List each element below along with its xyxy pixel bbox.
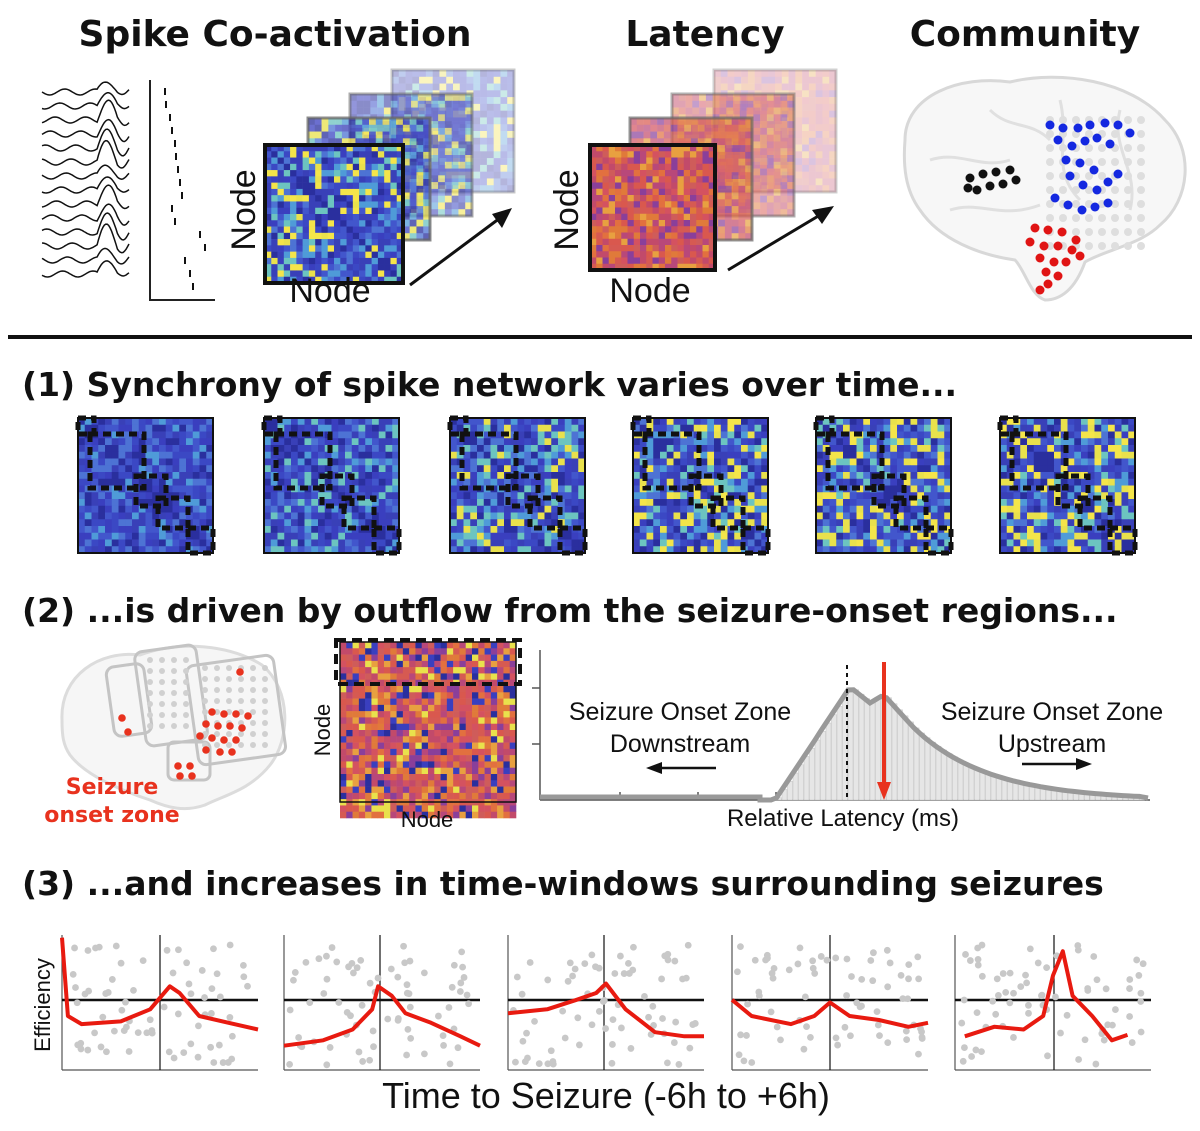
spike-matrix-stack — [263, 68, 516, 285]
section3-efficiency-plots — [60, 935, 1151, 1071]
latency-title: Latency — [625, 14, 784, 55]
synchrony-matrix — [997, 415, 1138, 556]
raster-plot — [149, 80, 215, 301]
section2-matrix-ylabel: Node — [310, 704, 335, 757]
downstream-arrow — [646, 762, 716, 774]
synchrony-matrix — [813, 415, 954, 556]
latency-matrix-xlabel: Node — [609, 272, 690, 310]
spike-matrix-xlabel: Node — [289, 272, 370, 310]
latency-histogram — [532, 650, 1150, 803]
efficiency-plot — [60, 935, 259, 1071]
histogram-curve — [540, 687, 1149, 803]
efficiency-plot — [507, 935, 704, 1071]
latency-stack-arrow — [727, 206, 834, 272]
section1-title: (1) Synchrony of spike network varies ov… — [22, 365, 957, 404]
seizure-onset-rows-highlight — [334, 638, 522, 686]
synchrony-matrix — [75, 415, 216, 556]
raster-ticks — [164, 88, 206, 290]
seizure-onset-label-line2: onset zone — [44, 803, 179, 828]
efficiency-plot — [730, 935, 929, 1071]
community-brain — [902, 75, 1187, 302]
synchrony-matrix — [447, 415, 588, 556]
histogram-xlabel: Relative Latency (ms) — [727, 805, 959, 832]
efficiency-plot — [283, 935, 481, 1071]
spike-stack-arrow — [409, 208, 512, 287]
synchrony-matrix — [261, 415, 402, 556]
downstream-label-line1: Seizure Onset Zone — [569, 698, 791, 726]
spike-matrix-ylabel: Node — [225, 169, 263, 250]
community-title: Community — [910, 14, 1140, 55]
section2-title: (2) ...is driven by outflow from the sei… — [22, 591, 1118, 630]
upstream-label-line2: Upstream — [998, 730, 1106, 758]
efficiency-ylabel: Efficiency — [30, 958, 55, 1052]
spike-coactivation-title: Spike Co-activation — [79, 14, 472, 55]
upstream-arrow — [1022, 758, 1092, 770]
histogram-bars — [776, 689, 1145, 801]
synchrony-matrix — [630, 415, 771, 556]
seizure-onset-label-line1: Seizure — [66, 775, 159, 800]
section3-title: (3) ...and increases in time-windows sur… — [22, 864, 1104, 903]
upstream-label-line1: Seizure Onset Zone — [941, 698, 1163, 726]
section2-matrix-xlabel: Node — [401, 807, 454, 832]
time-to-seizure-xlabel: Time to Seizure (-6h to +6h) — [382, 1075, 830, 1116]
downstream-label-line2: Downstream — [610, 730, 750, 758]
efficiency-plot — [954, 935, 1151, 1071]
raster-axes — [149, 80, 215, 301]
latency-matrix-stack — [588, 68, 838, 272]
section2-latency-matrix — [339, 641, 517, 819]
latency-matrix-ylabel: Node — [548, 169, 586, 250]
seizure-brain — [60, 643, 287, 811]
spike-waveforms — [41, 81, 130, 278]
section1-matrices — [75, 415, 1138, 556]
seizure-brain-electrodes — [118, 657, 268, 780]
community-electrodes — [963, 116, 1145, 295]
